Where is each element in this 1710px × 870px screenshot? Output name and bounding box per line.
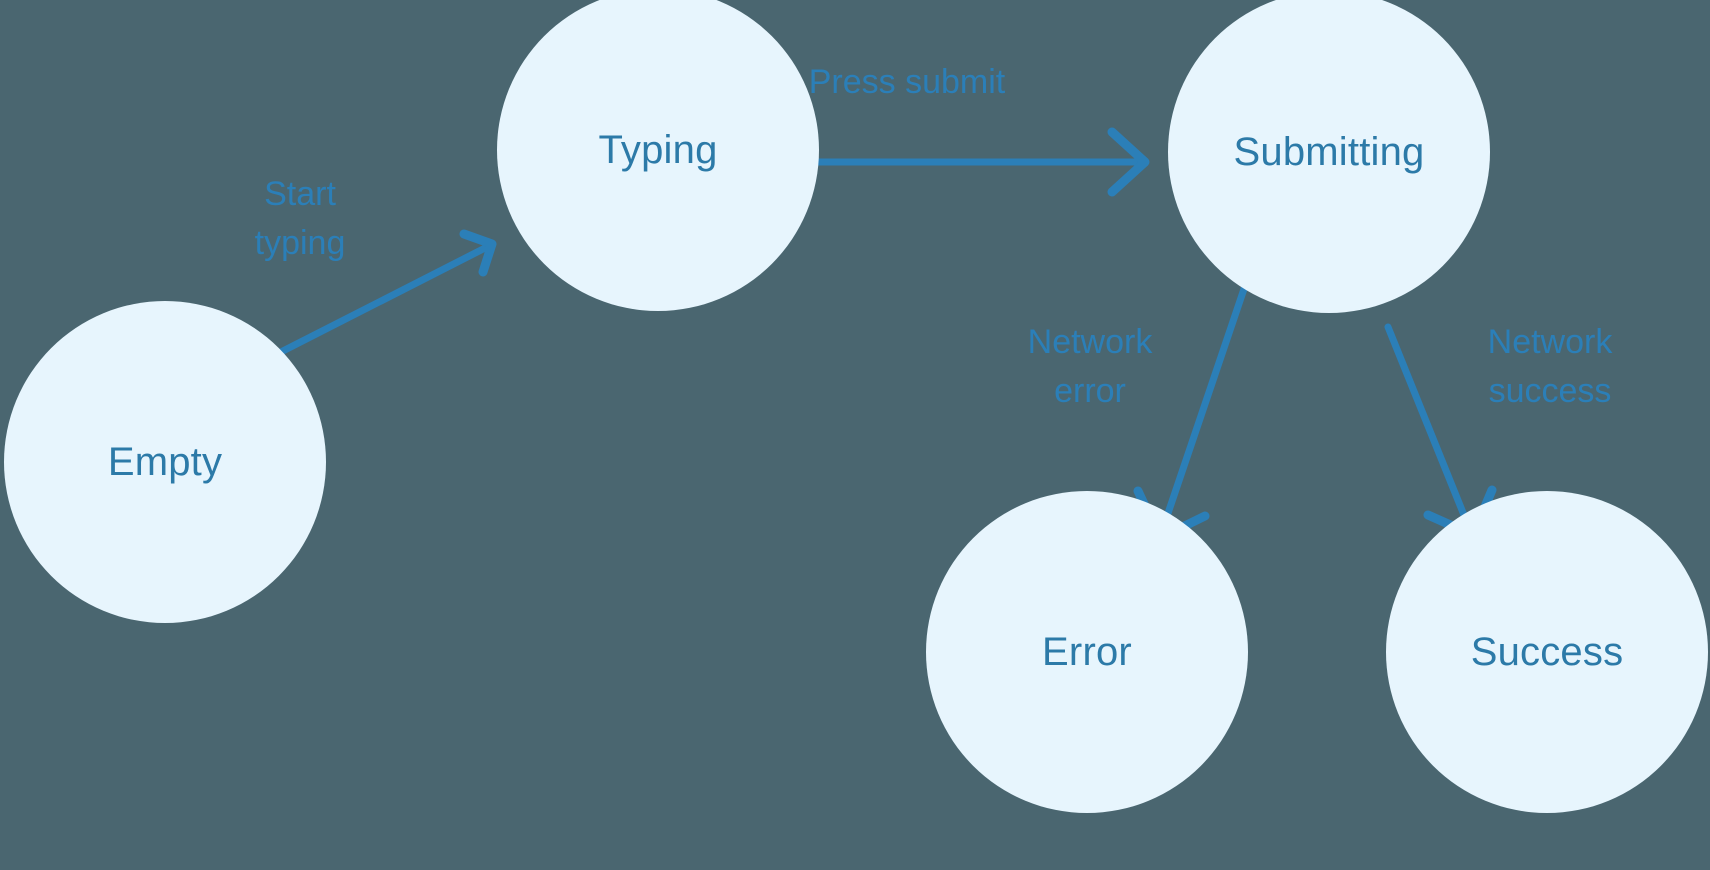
edge-label-network-success: Network success xyxy=(1487,323,1613,411)
edge-label-network-error: Network error xyxy=(1027,323,1153,411)
state-node-typing-label: Typing xyxy=(598,128,718,172)
state-node-submitting[interactable]: Submitting xyxy=(1168,0,1490,313)
state-node-empty-label: Empty xyxy=(107,440,223,484)
state-node-success[interactable]: Success xyxy=(1386,491,1708,813)
state-node-success-label: Success xyxy=(1470,630,1624,674)
edge-label-press-submit: Press submit xyxy=(808,63,1006,101)
state-node-error-label: Error xyxy=(1042,630,1132,674)
state-node-empty[interactable]: Empty xyxy=(4,301,326,623)
edge-label-start-typing: Start typing xyxy=(254,175,346,263)
state-node-error[interactable]: Error xyxy=(926,491,1248,813)
edge-typing-to-submitting xyxy=(769,127,1150,197)
state-node-submitting-label: Submitting xyxy=(1233,130,1425,174)
state-node-typing[interactable]: Typing xyxy=(497,0,819,311)
